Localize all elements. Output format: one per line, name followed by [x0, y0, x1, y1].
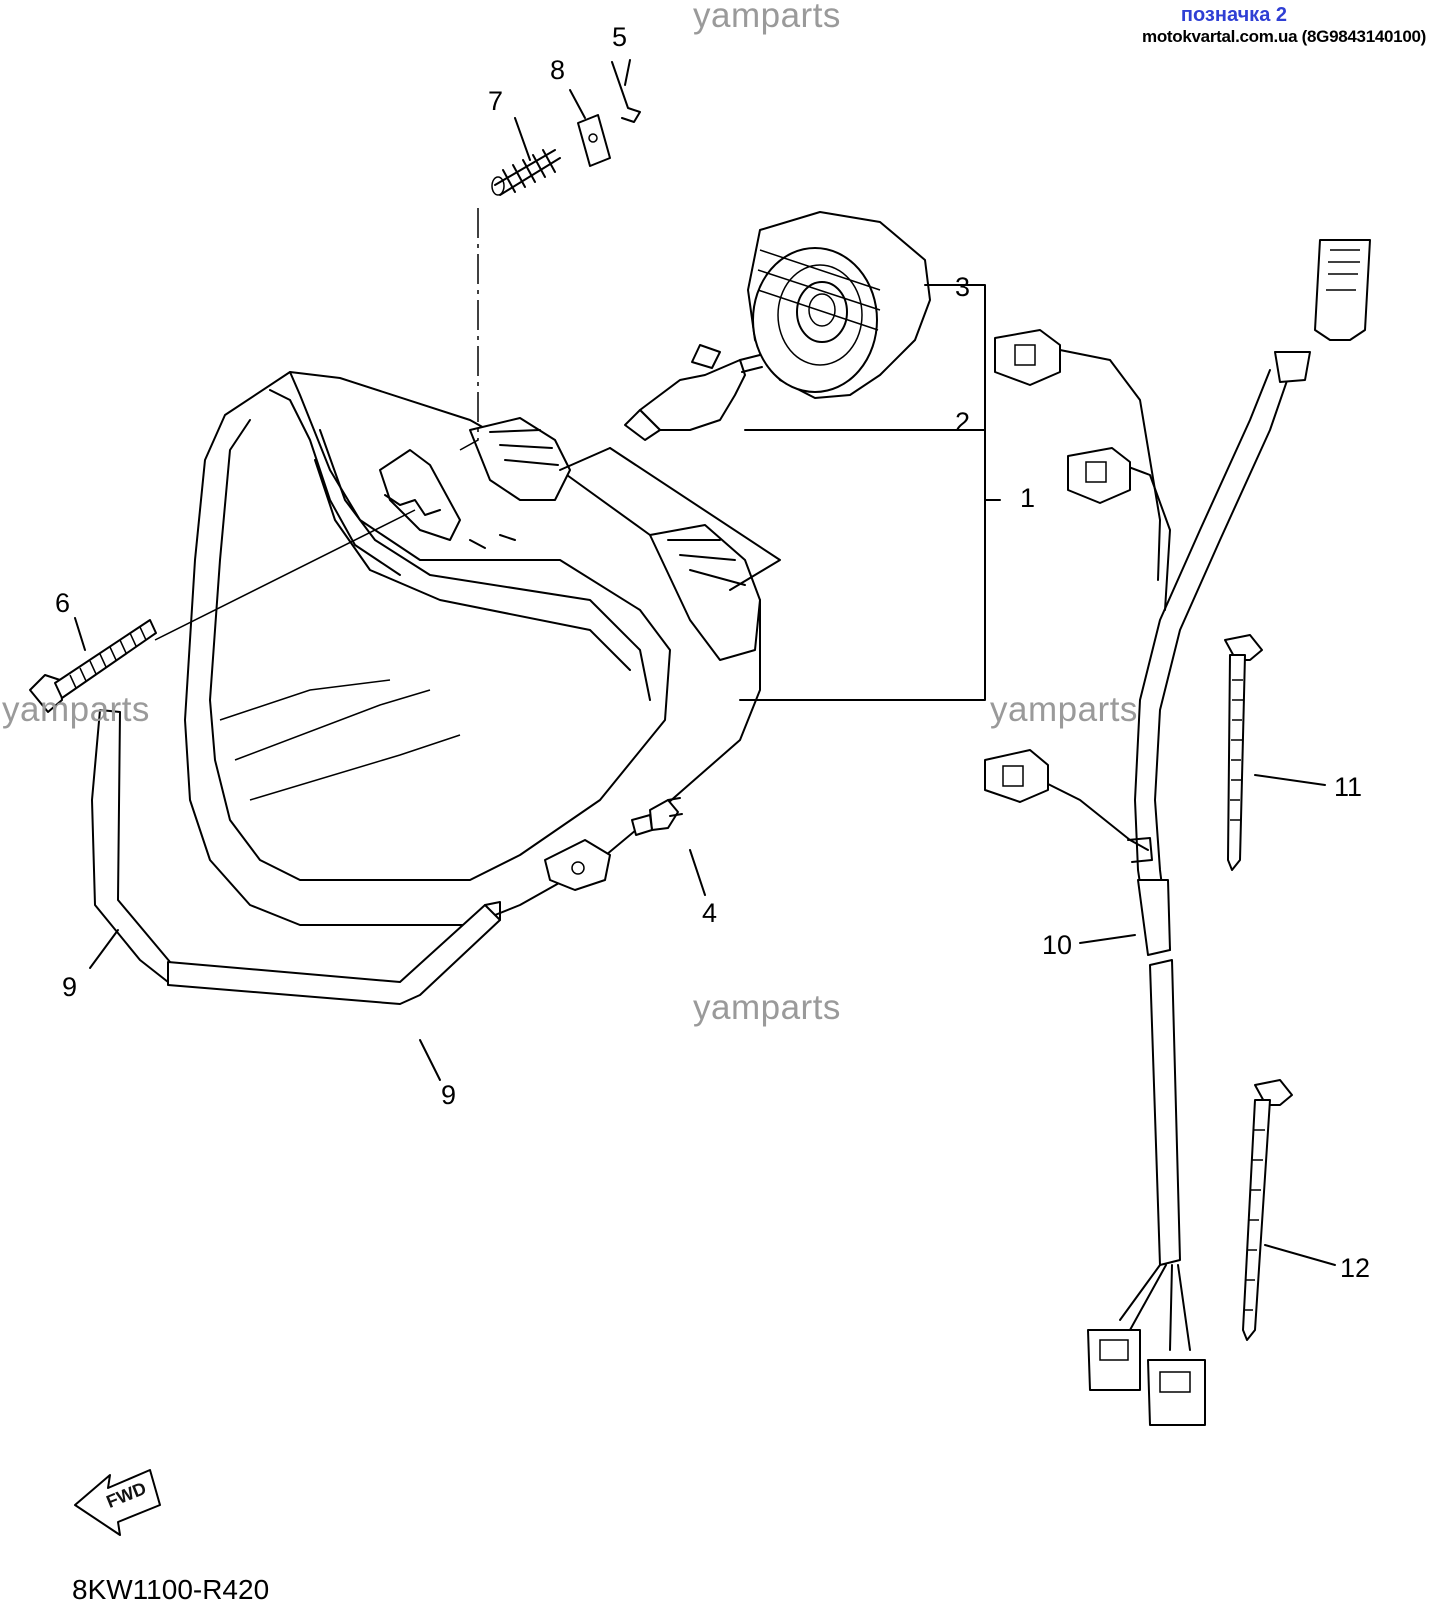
callout-10: 10 [1042, 930, 1073, 960]
seal-strip-bottom [167, 901, 501, 1005]
seal-strip-left [91, 709, 171, 983]
watermark-left: yamparts [2, 690, 150, 729]
callout-12: 12 [1340, 1253, 1371, 1283]
callout-1: 1 [1020, 483, 1036, 513]
headlight-bulb [624, 344, 763, 441]
grommet [631, 797, 683, 836]
callout-7: 7 [488, 86, 504, 116]
callout-3: 3 [955, 272, 971, 302]
diagram-code: 8KW1100-R420 [72, 1574, 270, 1605]
square-nut [577, 114, 611, 167]
adjuster-spring [491, 149, 561, 196]
clip [611, 61, 641, 123]
fwd-arrow-icon [74, 1469, 161, 1536]
callout-6: 6 [55, 588, 71, 618]
callout-8: 8 [550, 55, 566, 85]
adjusting-screw [29, 619, 157, 713]
headlight-housing [184, 371, 761, 926]
callout-4: 4 [702, 898, 718, 928]
cable-tie-12 [1242, 1079, 1293, 1341]
source-site-label: motokvartal.com.ua (8G9843140100) [1142, 27, 1426, 46]
callout-2: 2 [955, 407, 971, 437]
callout-5: 5 [612, 22, 628, 52]
wire-harness [984, 239, 1371, 1426]
callout-11: 11 [1334, 772, 1363, 802]
callout-9-bottom: 9 [441, 1080, 457, 1110]
bulb-cover [747, 211, 931, 399]
watermark-bottom: yamparts [693, 988, 841, 1027]
watermark-right: yamparts [990, 690, 1138, 729]
watermark-top: yamparts [693, 0, 841, 35]
cable-tie-11 [1224, 634, 1263, 871]
callout-9-left: 9 [62, 972, 78, 1002]
bookmark-label: позначка 2 [1180, 4, 1287, 26]
